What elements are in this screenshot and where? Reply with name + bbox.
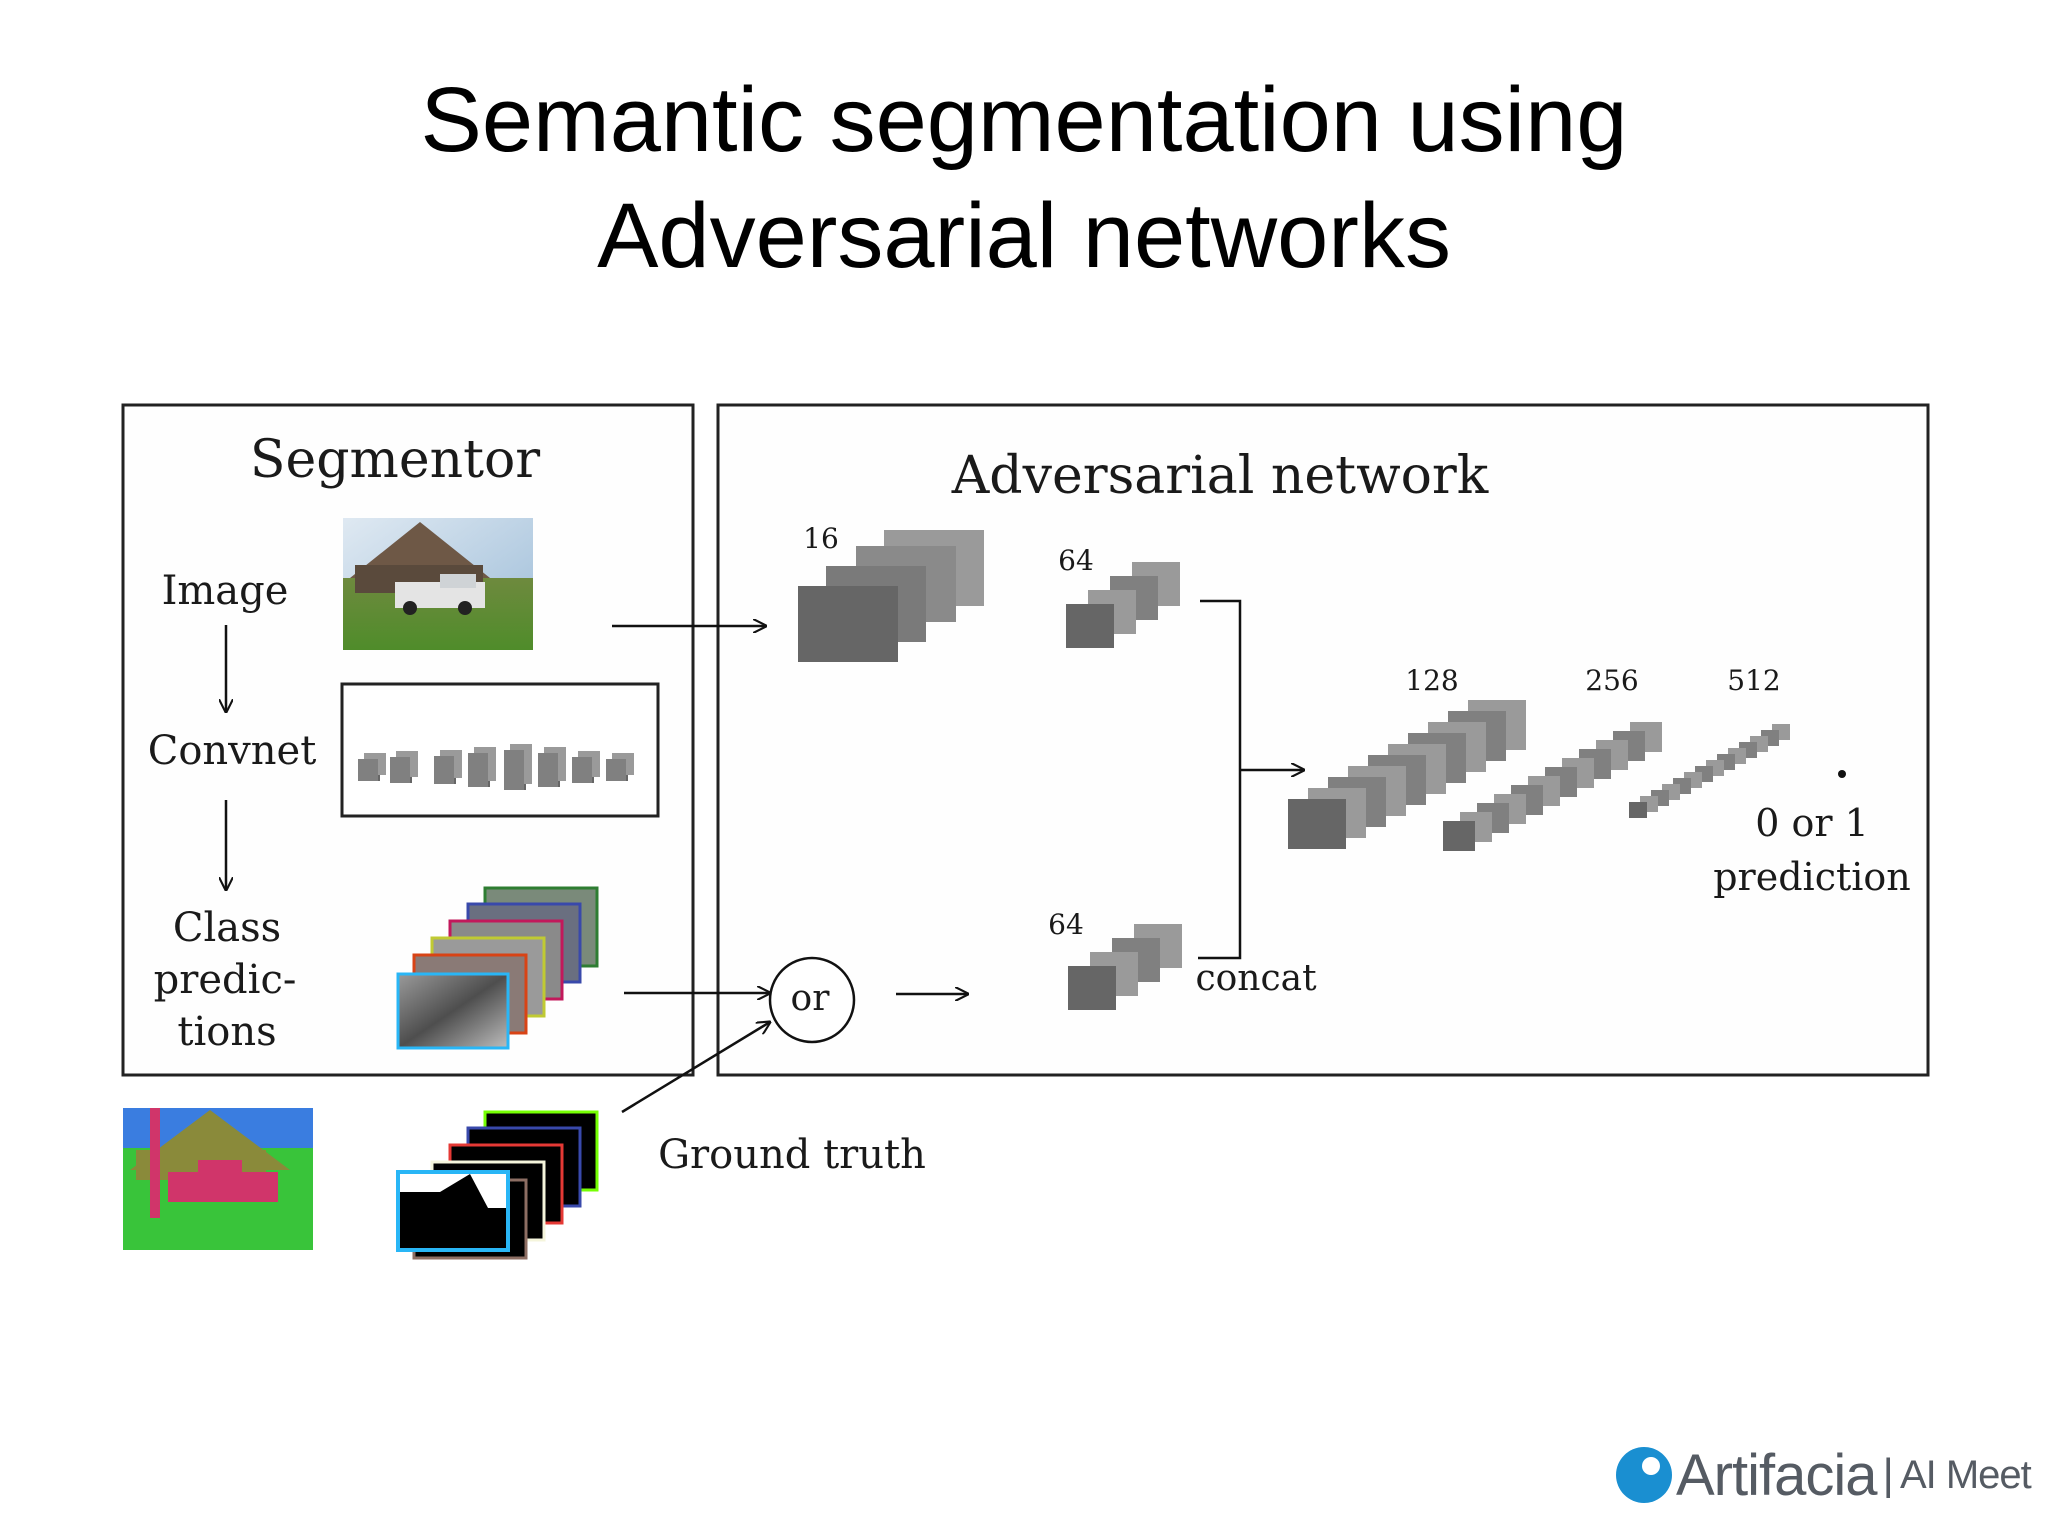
convnet-cube [468,753,488,787]
logo-separator: | [1882,1450,1894,1499]
ground-truth-to-or-arrow [621,1022,770,1114]
block-512-slab [1629,802,1647,818]
feature-block-256 [1443,722,1662,851]
convnet-cube [358,759,378,781]
convnet-cube [572,757,592,783]
feature-block-64-top [1066,562,1180,648]
or-node [768,956,856,1044]
or-label: or [791,978,831,1019]
slide-title-line-1: Semantic segmentation using [420,69,1628,171]
block-128-label: 128 [1405,664,1458,697]
convnet-cube [434,756,454,784]
feature-block-64-bottom [1068,924,1182,1010]
block-64-bottom-label: 64 [1048,908,1084,941]
feature-block-512 [1629,724,1790,818]
artifacia-logo-icon [1616,1447,1672,1503]
logo-sub: AI Meet [1899,1452,2032,1497]
block-512-label: 512 [1727,664,1780,697]
input-photo-thumbnail [343,518,533,650]
class-predictions-label-line-2: predic- [154,957,297,1003]
adversarial-network-panel [716,403,1930,1077]
image-label: Image [162,568,289,614]
convnet-cube [390,757,410,783]
convnet-cube [504,750,524,790]
adversarial-network-title: Adversarial network [951,446,1489,506]
convnet-cube [606,759,626,781]
class-predictions-label-line-3: tions [177,1009,276,1055]
slide-title: Semantic segmentation using Adversarial … [0,62,2048,294]
concat-bracket [1198,599,1242,960]
concat-label: concat [1195,958,1317,999]
convnet-layer-cubes [358,744,634,790]
block-64-top-slab [1066,604,1114,648]
logo-brand: Artifacia [1676,1442,1878,1508]
ground-truth-label: Ground truth [658,1132,926,1178]
block-128-slab [1288,799,1346,849]
block-256-slab [1443,821,1475,851]
block-16-label: 16 [803,522,839,555]
output-label-line-2: prediction [1713,855,1911,899]
convnet-box [340,682,660,818]
convnet-cube [538,753,558,787]
segmentor-title: Segmentor [250,430,540,490]
convnet-label: Convnet [148,728,317,774]
ground-truth-masks [396,1110,599,1260]
feature-block-16 [798,530,984,662]
block-64-bottom-slab [1068,966,1116,1010]
class-prediction-maps [396,886,599,1050]
block-64-top-label: 64 [1058,544,1094,577]
block-256-label: 256 [1585,664,1638,697]
artifacia-logo: Artifacia | AI Meet [1616,1440,2032,1510]
feature-block-128 [1288,700,1526,849]
output-node [1838,770,1846,778]
segmented-image-thumbnail [123,1108,313,1250]
class-predictions-label-line-1: Class [173,905,281,951]
slide-title-line-2: Adversarial networks [597,185,1451,287]
output-label-line-1: 0 or 1 [1755,801,1869,845]
